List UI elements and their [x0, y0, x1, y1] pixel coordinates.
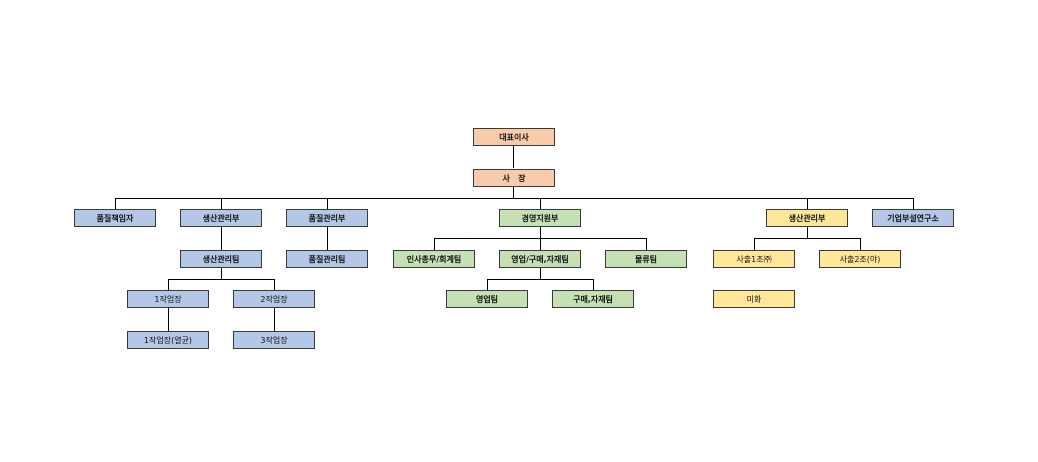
connector-president-bus [513, 187, 514, 199]
connector-production-team [221, 227, 222, 250]
production-dept-2-box: 생산관리부 [766, 209, 848, 227]
sales-purchase-box: 영업/구매,자재팀 [499, 250, 581, 268]
connector-drop-quality-officer [115, 198, 116, 209]
quality-dept-box: 품질관리부 [286, 209, 368, 227]
company2-box: 사출2조(야) [819, 250, 901, 268]
connector-drop-research-lab [913, 198, 914, 209]
connector-sites-bus [168, 279, 275, 280]
research-lab-box: 기업부설연구소 [872, 209, 954, 227]
management-support-box: 경영지원부 [499, 209, 581, 227]
site2-box: 2작업장 [233, 290, 315, 308]
connector-ceo-president [513, 146, 514, 168]
connector-drop-purchase-team [593, 279, 594, 290]
connector-sales-subteams-bus [487, 279, 594, 280]
connector-site3 [274, 308, 275, 331]
connector-production2-teams-bus [754, 238, 861, 239]
site1-box: 1작업장 [127, 290, 209, 308]
president-box: 사 장 [473, 169, 555, 187]
connector-drop-production-dept [221, 198, 222, 209]
site1-cutting-box: 1작업장(열균) [127, 331, 209, 349]
connector-drop-quality-dept [327, 198, 328, 209]
connector-quality-team [327, 227, 328, 250]
connector-drop-production-dept-2 [807, 198, 808, 209]
company1-box: 사출1조㈜ [713, 250, 795, 268]
connector-production-team-bus [221, 268, 222, 279]
quality-officer-box: 품질책임자 [74, 209, 156, 227]
connector-drop-logistics [646, 238, 647, 250]
production-dept-box: 생산관리부 [180, 209, 262, 227]
purchase-team-box: 구매,자재팀 [552, 290, 634, 308]
sales-team-box: 영업팀 [446, 290, 528, 308]
connector-drop-site2 [274, 279, 275, 290]
connector-drop-management-support [540, 198, 541, 209]
quality-team-box: 품질관리팀 [286, 250, 368, 268]
connector-level1-bus [115, 198, 913, 199]
connector-drop-sales-team [487, 279, 488, 290]
logistics-box: 물류팀 [605, 250, 687, 268]
connector-sales-purchase-bus [540, 268, 541, 279]
connector-drop-hr [434, 238, 435, 250]
hr-accounting-box: 인사총무/회계팀 [393, 250, 475, 268]
production-team-box: 생산관리팀 [180, 250, 262, 268]
connector-production2-bus [807, 227, 808, 239]
ceo-box: 대표이사 [473, 128, 555, 146]
site3-box: 3작업장 [233, 331, 315, 349]
connector-drop-site1 [168, 279, 169, 290]
connector-drop-sales-purchase [540, 238, 541, 250]
connector-site1-cutting [168, 308, 169, 331]
misc-box: 미화 [713, 290, 795, 308]
connector-management-bus [540, 227, 541, 239]
connector-drop-company1 [754, 238, 755, 250]
connector-drop-company2 [860, 238, 861, 250]
